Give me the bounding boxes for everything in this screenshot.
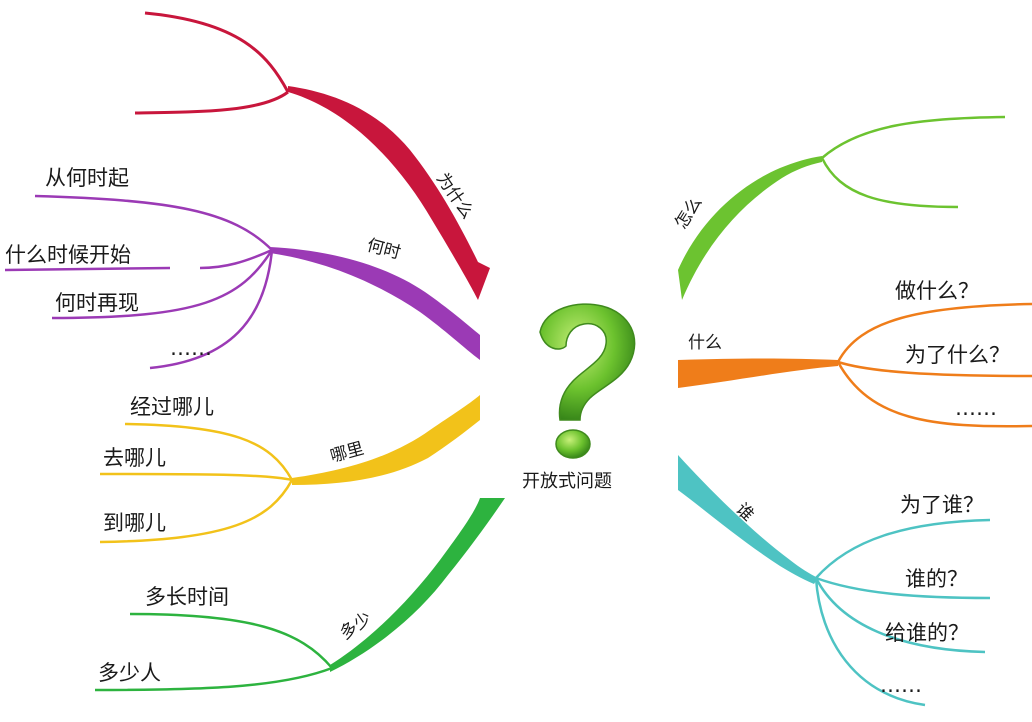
question-mark-icon [539, 303, 636, 459]
branch-how-trunk [678, 156, 822, 300]
what-item-2: 为了什么？ [905, 343, 1010, 367]
who-item-1: 为了谁？ [900, 493, 984, 517]
who-item-4: …… [880, 673, 922, 697]
where-item-3: 到哪儿 [103, 511, 166, 535]
branch-when-label: 何时 [365, 236, 403, 264]
branch-where-twig-2 [99, 472, 293, 482]
branch-where-twig-1 [124, 422, 294, 481]
when-item-4: …… [170, 336, 212, 360]
branch-what-twig-3 [836, 361, 1032, 428]
branch-when-twig-4 [149, 249, 274, 370]
branch-howmuch-twig-1 [129, 612, 333, 669]
branch-why-twig-2 [134, 90, 289, 115]
when-item-2: 什么时候开始 [5, 243, 131, 267]
where-item-1: 经过哪儿 [130, 395, 214, 419]
branch-how-twig-1 [821, 115, 1006, 159]
branch-who-trunk [678, 455, 818, 584]
branch-when-twig-5 [4, 266, 171, 272]
branch-who-twig-1 [815, 518, 991, 579]
branch-when: 从何时起 什么时候开始 何时再现 …… 何时 [4, 166, 480, 370]
howmuch-item-1: 多长时间 [145, 585, 229, 609]
branch-howmuch: 多长时间 多少人 多少 [94, 498, 505, 692]
branch-howmuch-twig-2 [94, 666, 333, 692]
branch-when-twig-3 [51, 249, 274, 320]
branch-why-trunk [288, 86, 490, 300]
where-item-2: 去哪儿 [103, 446, 166, 470]
branch-where-label: 哪里 [328, 439, 366, 467]
branch-when-twig-2 [199, 248, 273, 270]
branch-what-trunk [678, 358, 838, 388]
branch-why-twig-1 [144, 11, 290, 93]
when-item-1: 从何时起 [45, 166, 129, 190]
branch-when-twig-1 [34, 194, 273, 251]
branch-how: 怎么 [671, 115, 1006, 300]
what-item-1: 做什么？ [895, 279, 979, 303]
howmuch-item-2: 多少人 [98, 661, 161, 685]
center-label: 开放式问题 [522, 471, 612, 492]
branch-who-twig-3 [814, 577, 986, 654]
branch-where: 经过哪儿 去哪儿 到哪儿 哪里 [99, 395, 480, 544]
branch-where-twig-3 [99, 479, 294, 544]
what-item-3: …… [955, 396, 997, 420]
branch-what-label: 什么 [688, 333, 722, 353]
branch-where-trunk [292, 395, 480, 485]
branch-how-label: 怎么 [671, 193, 706, 232]
who-item-3: 给谁的？ [885, 621, 969, 645]
who-item-2: 谁的？ [905, 567, 968, 591]
branch-what-twig-1 [836, 302, 1032, 363]
branch-howmuch-trunk [330, 498, 505, 672]
branch-who: 为了谁？ 谁的？ 给谁的？ …… 谁 [678, 455, 991, 707]
branch-who-twig-2 [815, 576, 991, 600]
branch-who-twig-4 [814, 577, 926, 707]
center-node: 开放式问题 [522, 303, 636, 492]
branch-how-twig-2 [820, 157, 959, 209]
branch-what: 做什么？ 为了什么？ …… 什么 [678, 279, 1032, 428]
branch-what-twig-2 [837, 360, 1032, 378]
branch-when-trunk [270, 247, 480, 360]
when-item-3: 何时再现 [55, 291, 139, 315]
